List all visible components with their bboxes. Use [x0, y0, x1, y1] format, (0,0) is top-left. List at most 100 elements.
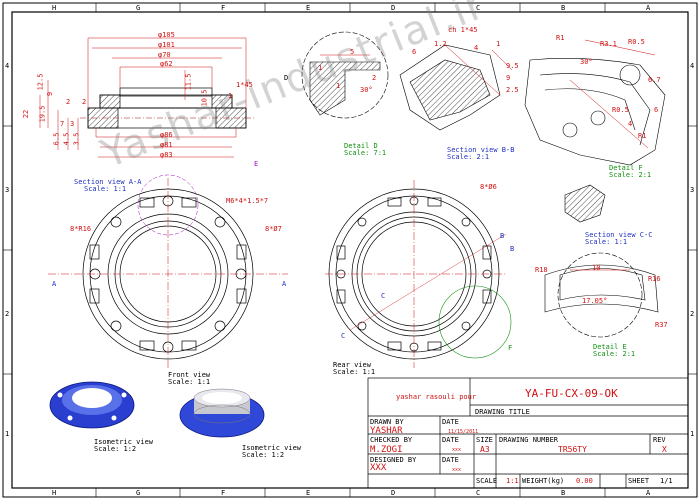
dim-label: R37 — [655, 321, 668, 329]
dim-label: 2 — [82, 98, 87, 106]
dim-label: 12.5 — [36, 73, 45, 91]
callout-b: B — [500, 232, 505, 240]
company-name: yashar rasouli pour — [396, 393, 477, 401]
section-bb-drawing — [399, 44, 513, 131]
dim-label: R16 — [648, 275, 661, 283]
zone-col-label: D — [391, 489, 396, 497]
zone-row-label: 2 — [5, 310, 10, 318]
dim-label: 1 — [228, 92, 233, 100]
dim-label: φ83 — [160, 151, 173, 159]
zone-ticks — [3, 3, 697, 497]
designed-by-label: DESIGNED BY — [370, 456, 417, 464]
dim-label: 8*Ø6 — [480, 183, 497, 191]
dim-label: 7 — [60, 120, 65, 128]
iso-1-title: Isometric view — [94, 438, 154, 446]
detail-e-scale: Scale: 2:1 — [593, 350, 636, 358]
iso-2-title: Isometric view — [242, 444, 302, 452]
date3-value: xxx — [452, 467, 462, 473]
dim-label: R0.5 — [612, 106, 629, 114]
checked-by-label: CHECKED BY — [370, 436, 413, 444]
section-cc-drawing — [564, 184, 606, 223]
iso-1-scale: Scale: 1:2 — [94, 445, 137, 453]
sheet-value: 1/1 — [660, 477, 673, 485]
front-view-drawing — [48, 174, 288, 370]
dim-label: 6 — [654, 106, 659, 114]
dim-label: 2 — [372, 74, 377, 82]
dim-label: 22 — [22, 109, 31, 119]
dim-label: 17.05° — [582, 297, 608, 305]
scale-value: 1:1 — [506, 477, 519, 485]
dim-label: R18 — [535, 266, 548, 274]
zone-col-label: E — [306, 489, 311, 497]
dim-label: 1 — [318, 64, 323, 72]
dim-label: 9.5 — [506, 62, 519, 70]
dim-label: R1 — [556, 34, 565, 42]
zone-col-label: G — [136, 489, 141, 497]
dim-label: φ86 — [160, 131, 173, 139]
weight-value: 0.00 — [576, 477, 593, 485]
zone-col-label: H — [52, 489, 57, 497]
section-cc-scale: Scale: 1:1 — [585, 238, 628, 246]
dim-label: 2 — [66, 98, 71, 106]
drawing-number-label: DRAWING NUMBER — [499, 436, 559, 444]
zone-row-label: 2 — [690, 310, 695, 318]
scale-label: SCALE — [476, 477, 498, 485]
callout-e: E — [254, 160, 259, 168]
zone-col-label: C — [476, 4, 481, 12]
front-view-scale: Scale: 1:1 — [168, 378, 211, 386]
callout-a: A — [52, 280, 57, 288]
dim-label: 8*R16 — [70, 225, 92, 233]
callout-b: B — [510, 245, 515, 253]
dim-label: 1 — [336, 82, 341, 90]
dim-label: 6 — [412, 48, 417, 56]
dim-label: 4 — [628, 120, 633, 128]
dim-label: 2.5 — [506, 86, 519, 94]
section-bb-scale: Scale: 2:1 — [447, 153, 490, 161]
dim-label: 1*45 — [236, 81, 253, 89]
dim-label: R0.5 — [628, 38, 645, 46]
section-aa-drawing — [80, 87, 254, 129]
zone-col-label: E — [306, 4, 311, 12]
zone-row-label: 1 — [5, 430, 10, 438]
zone-row-label: 3 — [5, 186, 10, 194]
size-label: SIZE — [476, 436, 493, 444]
zone-row-label: 4 — [690, 62, 695, 70]
iso-2-scale: Scale: 1:2 — [242, 451, 285, 459]
detail-d-scale: Scale: 7:1 — [344, 149, 387, 157]
zone-col-label: B — [561, 4, 566, 12]
zone-col-label: B — [561, 489, 566, 497]
detail-d-title: Detail D — [344, 142, 378, 150]
zone-col-label: G — [136, 4, 141, 12]
dim-label: 1 — [496, 40, 501, 48]
date2-label: DATE — [442, 436, 459, 444]
dim-label: φ101 — [158, 41, 175, 49]
callout-a: A — [282, 280, 287, 288]
dim-label: 6.7 — [648, 76, 661, 84]
detail-f-scale: Scale: 2:1 — [609, 171, 652, 179]
rev-value: X — [662, 445, 667, 454]
rear-view-scale: Scale: 1:1 — [333, 368, 376, 376]
dim-label: 3.5 — [72, 132, 81, 146]
sheet-label: SHEET — [628, 477, 650, 485]
dim-label: 10.5 — [200, 89, 209, 107]
title-block-grid — [367, 377, 689, 489]
dim-label: R3.1 — [600, 40, 617, 48]
section-aa-scale: Scale: 1:1 — [84, 185, 127, 193]
drawn-by-label: DRAWN BY — [370, 418, 404, 426]
detail-e-title: Detail E — [593, 343, 627, 351]
dim-label: 30° — [360, 86, 373, 94]
dim-label: 19.5 — [38, 105, 47, 123]
callout-c: C — [341, 332, 346, 340]
section-aa-dimlines — [39, 37, 247, 158]
detail-e-drawing — [544, 252, 659, 338]
date2-value: xxx — [452, 447, 462, 453]
dim-label: 5 — [350, 48, 355, 56]
dim-label: 9 — [506, 74, 511, 82]
detail-d-drawing — [301, 31, 389, 119]
dim-label: 11.5 — [184, 73, 193, 91]
dim-label: 8*Ø7 — [265, 225, 282, 233]
rear-view-title: Rear view — [333, 361, 371, 369]
dim-label: φ62 — [160, 60, 173, 68]
dim-label: φ105 — [158, 31, 175, 39]
